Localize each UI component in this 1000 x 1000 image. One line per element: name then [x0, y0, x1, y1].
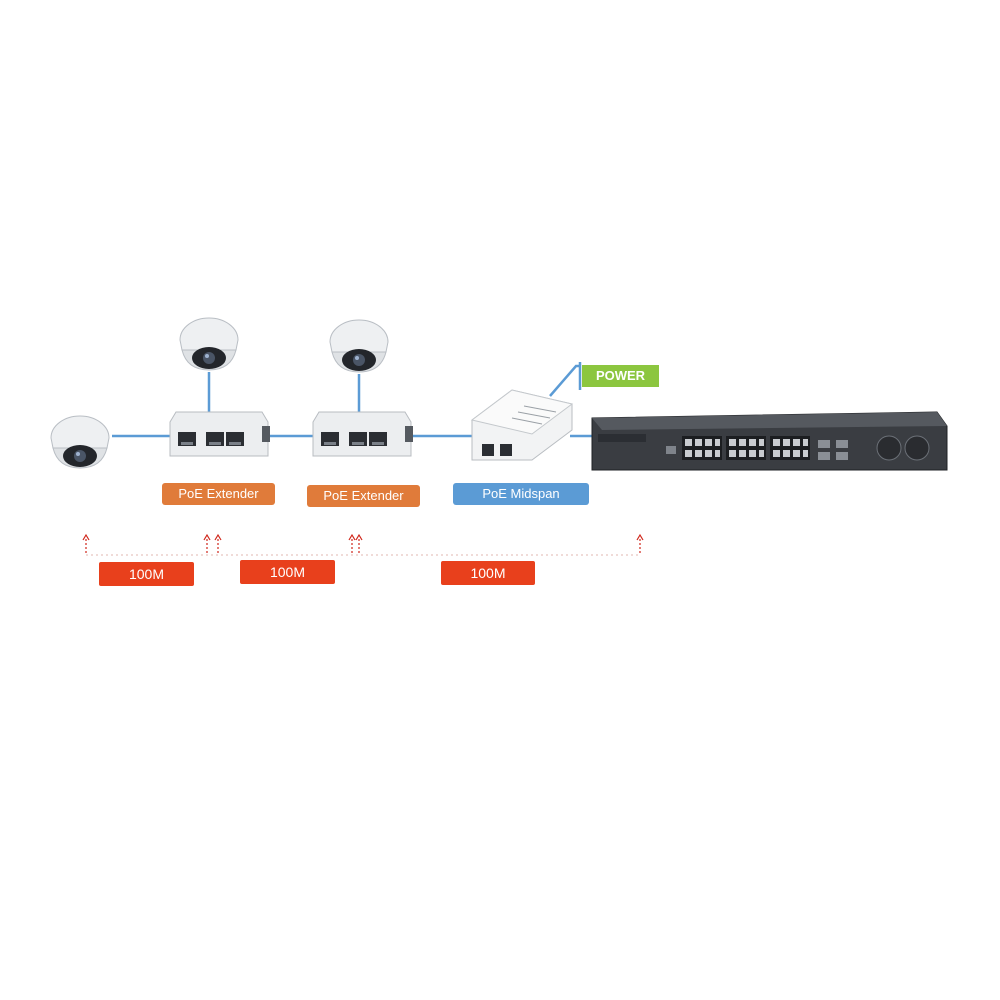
poe-midspan-icon — [470, 389, 574, 461]
distance-markers — [82, 533, 644, 556]
poe-extender-2-label: PoE Extender — [307, 485, 420, 507]
camera-top-1 — [179, 317, 239, 371]
cable-midspan-power — [549, 364, 580, 397]
poe-extender-1-label: PoE Extender — [162, 483, 275, 505]
marker-arrow — [214, 533, 222, 553]
camera-left — [50, 415, 110, 469]
poe-midspan — [470, 389, 574, 461]
poe-extender-icon — [169, 411, 270, 457]
marker-arrow — [82, 533, 90, 553]
camera-top-2 — [329, 319, 389, 373]
distance-label-3: 100M — [441, 561, 535, 585]
poe-extender-1 — [169, 411, 270, 457]
marker-arrow — [348, 533, 356, 553]
poe-extender-icon — [312, 411, 413, 457]
distance-label-1: 100M — [99, 562, 194, 586]
network-switch-icon — [591, 411, 948, 471]
marker-arrow — [355, 533, 363, 553]
camera-icon — [179, 317, 239, 371]
camera-icon — [50, 415, 110, 469]
marker-arrow — [636, 533, 644, 553]
marker-arrow — [203, 533, 211, 553]
poe-extender-2 — [312, 411, 413, 457]
cables — [112, 362, 596, 438]
distance-label-2: 100M — [240, 560, 335, 584]
camera-icon — [329, 319, 389, 373]
poe-midspan-label: PoE Midspan — [453, 483, 589, 505]
network-switch — [591, 411, 948, 471]
power-label: POWER — [582, 365, 659, 387]
